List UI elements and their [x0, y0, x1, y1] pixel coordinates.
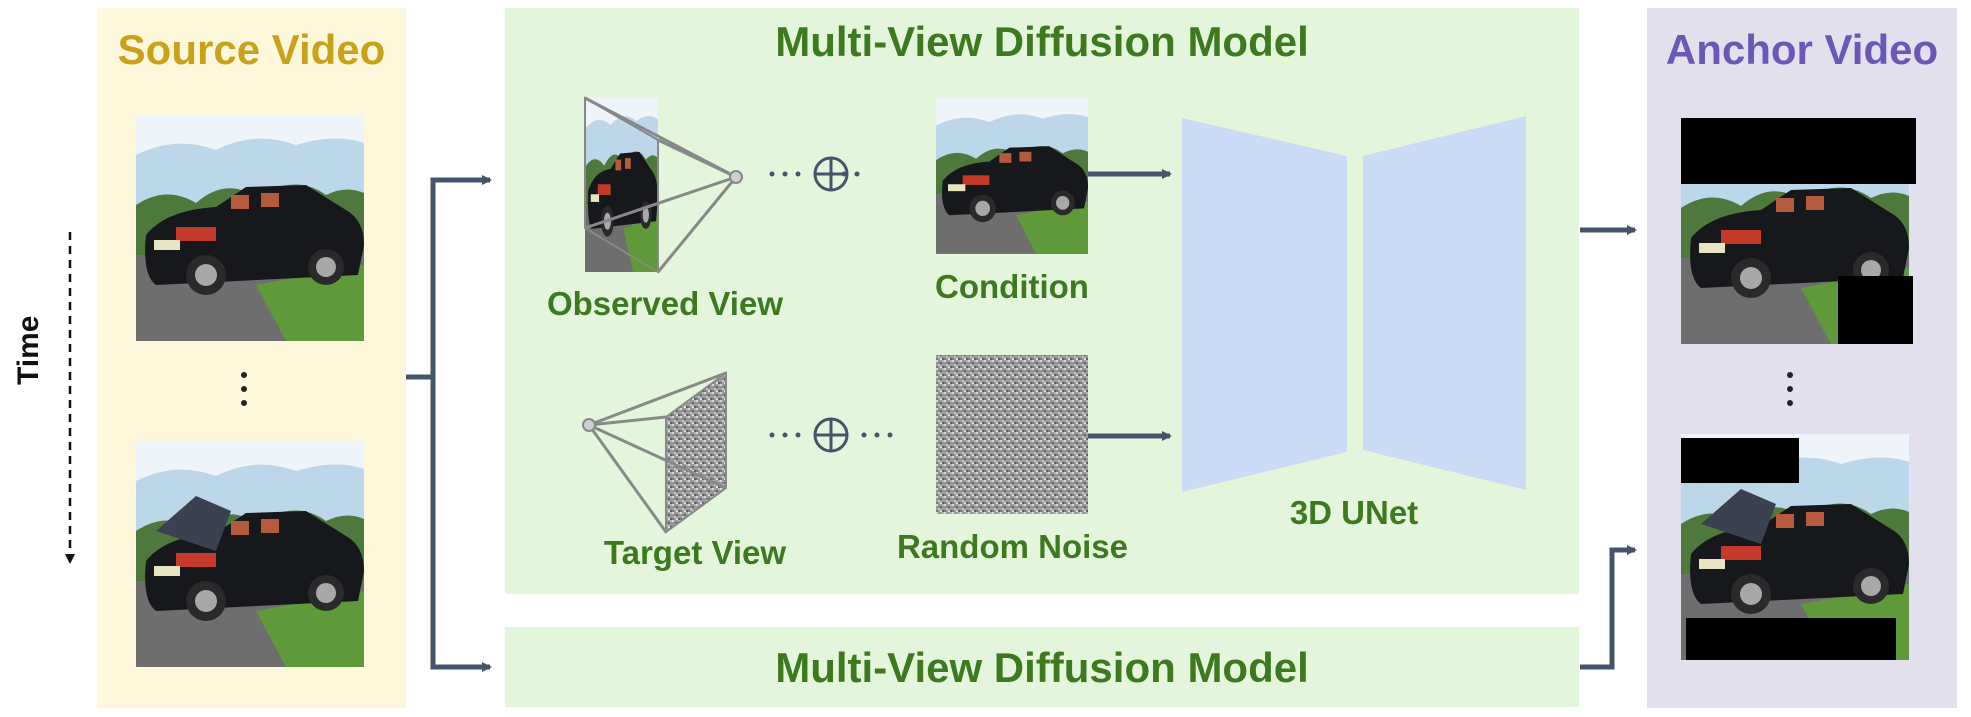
mvd-title-secondary: Multi-View Diffusion Model: [775, 644, 1309, 691]
multi-view-diffusion-panel-secondary: [505, 627, 1579, 707]
observed-view-frustum: [584, 96, 743, 274]
target-view-frustum: [582, 371, 727, 534]
source-frame-1: [136, 115, 364, 341]
source-video-title: Source Video: [117, 26, 386, 73]
anchor-frame-2: [1681, 434, 1909, 660]
unet-label: 3D UNet: [1289, 494, 1419, 531]
source-frame-2: [136, 441, 364, 667]
target-view-label: Target View: [603, 534, 787, 571]
plus-icon: [813, 156, 849, 192]
unet-input-arrows: [1088, 169, 1172, 441]
target-plus-operator: [769, 432, 893, 438]
anchor-vertical-ellipsis: [1787, 372, 1793, 406]
anchor-arrows: [1580, 225, 1637, 670]
source-vertical-ellipsis: [241, 372, 247, 406]
random-noise-image: [936, 355, 1088, 514]
anchor-video-title: Anchor Video: [1665, 26, 1939, 73]
source-branch-arrows: [406, 175, 492, 672]
unet-shape: [1182, 116, 1526, 492]
random-noise-label: Random Noise: [896, 528, 1129, 565]
condition-label: Condition: [935, 268, 1089, 305]
observed-view-label: Observed View: [546, 285, 783, 322]
anchor-frame-1: [1681, 118, 1916, 344]
mvd-title: Multi-View Diffusion Model: [775, 18, 1309, 65]
plus-icon: [813, 417, 849, 453]
condition-image: [936, 98, 1089, 254]
